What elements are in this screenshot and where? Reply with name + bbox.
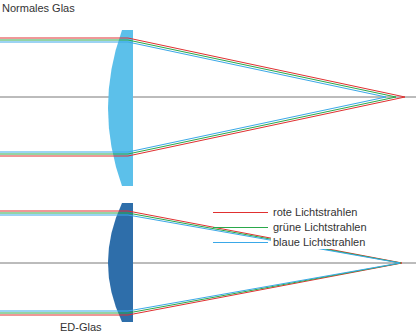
optical-axis <box>0 97 416 98</box>
legend-line <box>213 227 268 228</box>
legend-text: blaue Lichtstrahlen <box>271 236 367 249</box>
legend-text: rote Lichtstrahlen <box>271 206 359 219</box>
light-rays <box>0 38 405 156</box>
legend-text: grüne Lichtstrahlen <box>271 221 369 234</box>
normal-glass-lens <box>108 30 133 186</box>
lens-title: ED-Glas <box>60 321 102 334</box>
light-rays <box>0 211 402 315</box>
legend-line <box>213 212 268 213</box>
ed-glass-lens <box>108 203 133 322</box>
legend-line <box>213 242 268 243</box>
optical-axis <box>0 263 416 264</box>
lens-title: Normales Glas <box>2 2 75 15</box>
